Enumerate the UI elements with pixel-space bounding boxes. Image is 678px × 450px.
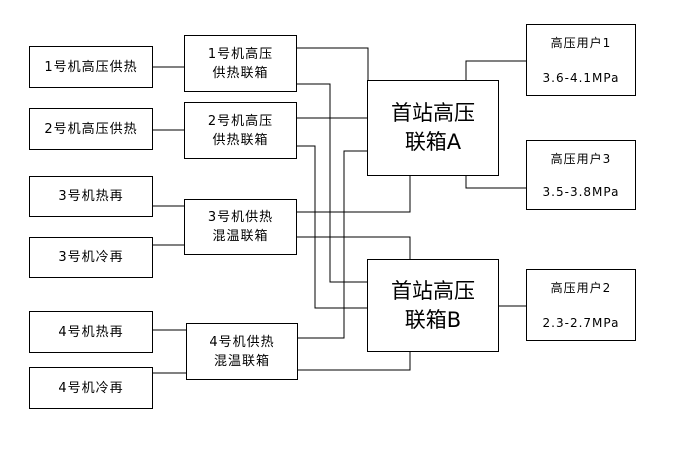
hub-line-2: 联箱A: [404, 130, 462, 154]
user-name: 高压用户1: [550, 36, 612, 50]
header-line-2: 供热联箱: [212, 65, 269, 81]
line-h2-hubB: [296, 145, 368, 309]
source-label: 4号机冷再: [58, 380, 124, 396]
line-h3-hubB: [296, 236, 411, 260]
user-pressure: 2.3-2.7MPa: [542, 316, 620, 330]
hub-header-b: 首站高压 联箱B: [367, 259, 499, 352]
source-unit3-cold-reheat: 3号机冷再: [29, 237, 153, 278]
source-unit3-hot-reheat: 3号机热再: [29, 176, 153, 217]
hub-header-a: 首站高压 联箱A: [367, 80, 499, 176]
user-pressure: 3.6-4.1MPa: [542, 71, 620, 85]
source-label: 1号机高压供热: [44, 59, 138, 75]
source-label: 3号机冷再: [58, 250, 124, 265]
header-line-2: 混温联箱: [212, 229, 269, 244]
user-name: 高压用户3: [550, 152, 612, 166]
line-h1-hubA: [296, 47, 369, 97]
source-unit1-hp-supply: 1号机高压供热: [29, 46, 153, 88]
source-unit4-hot-reheat: 4号机热再: [29, 311, 153, 353]
line-hubA-user1: [465, 60, 527, 81]
header-line-2: 供热联箱: [212, 132, 269, 148]
user-hp-2: 高压用户2 2.3-2.7MPa: [526, 269, 636, 341]
line-h4-hubA: [297, 150, 368, 339]
line-h3-hubA: [296, 175, 411, 213]
header-line-1: 4号机供热: [209, 334, 275, 350]
header-line-1: 1号机高压: [207, 46, 274, 62]
header-line-1: 2号机高压: [207, 113, 274, 129]
user-hp-1: 高压用户1 3.6-4.1MPa: [526, 24, 636, 96]
line-h1-hubB: [296, 83, 368, 283]
hub-line-1: 首站高压: [391, 101, 475, 125]
source-label: 2号机高压供热: [44, 121, 138, 137]
source-label: 3号机热再: [58, 189, 124, 204]
user-pressure: 3.5-3.8MPa: [542, 185, 620, 199]
header-line-2: 混温联箱: [213, 353, 270, 369]
header-unit2-hp: 2号机高压 供热联箱: [184, 102, 297, 159]
user-name: 高压用户2: [550, 281, 612, 295]
source-unit4-cold-reheat: 4号机冷再: [29, 367, 153, 409]
source-unit2-hp-supply: 2号机高压供热: [29, 108, 153, 150]
header-line-1: 3号机供热: [207, 210, 274, 225]
line-h4-hubB: [297, 351, 411, 371]
header-unit1-hp: 1号机高压 供热联箱: [184, 35, 297, 92]
header-unit3-mixing: 3号机供热 混温联箱: [184, 199, 297, 255]
user-hp-3: 高压用户3 3.5-3.8MPa: [526, 140, 636, 210]
hub-line-1: 首站高压: [391, 278, 475, 303]
header-unit4-mixing: 4号机供热 混温联箱: [186, 323, 298, 380]
hub-line-2: 联箱B: [404, 307, 462, 332]
source-label: 4号机热再: [58, 324, 124, 340]
line-hubA-user3: [465, 175, 527, 189]
